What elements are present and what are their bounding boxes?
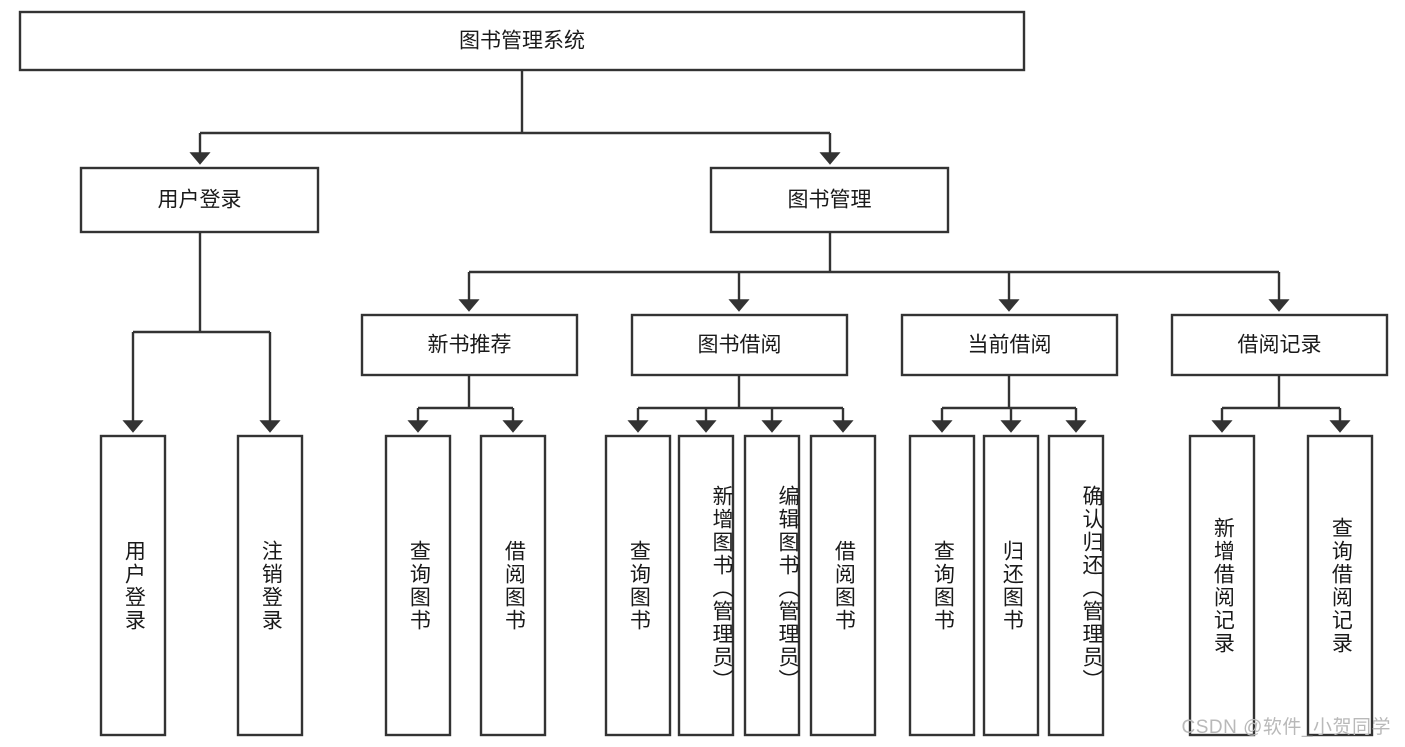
leaf-box-group (99, 434, 1374, 737)
leaf-box-query-record[interactable] (1306, 434, 1374, 737)
node-book-manage[interactable] (709, 166, 950, 234)
leaf-box-query-book-rec[interactable] (384, 434, 452, 737)
connector-group (122, 70, 1351, 433)
leaf-box-add-record[interactable] (1188, 434, 1256, 737)
node-root[interactable] (18, 10, 1026, 72)
leaf-box-borrow-book-rec[interactable] (479, 434, 547, 737)
node-current-borrow[interactable] (900, 313, 1119, 377)
node-root-label: 图书管理系统 (459, 30, 585, 53)
node-box-group: 图书管理系统 用户登录 图书管理 新书推荐 图书借阅 当前借阅 借阅记录 (18, 10, 1389, 377)
node-new-book-rec-label: 新书推荐 (428, 334, 512, 357)
node-new-book-rec[interactable] (360, 313, 579, 377)
leaf-box-add-book[interactable] (677, 434, 735, 737)
node-user-login[interactable] (79, 166, 320, 234)
node-book-borrow[interactable] (630, 313, 849, 377)
node-borrow-record-label: 借阅记录 (1238, 334, 1322, 357)
node-book-borrow-label: 图书借阅 (698, 334, 782, 357)
leaf-box-query-book-cur[interactable] (908, 434, 976, 737)
node-current-borrow-label: 当前借阅 (968, 334, 1052, 357)
leaf-box-borrow-book[interactable] (809, 434, 877, 737)
leaf-box-user-logout[interactable] (236, 434, 304, 737)
leaf-box-user-login[interactable] (99, 434, 167, 737)
node-borrow-record[interactable] (1170, 313, 1389, 377)
watermark-text: CSDN @软件_小贺同学 (1181, 717, 1391, 738)
leaf-box-return-book[interactable] (982, 434, 1040, 737)
node-user-login-label: 用户登录 (158, 189, 242, 212)
leaf-box-query-book-borrow[interactable] (604, 434, 672, 737)
leaf-box-edit-book[interactable] (743, 434, 801, 737)
node-book-manage-label: 图书管理 (788, 189, 872, 212)
leaf-box-confirm-return[interactable] (1047, 434, 1105, 737)
